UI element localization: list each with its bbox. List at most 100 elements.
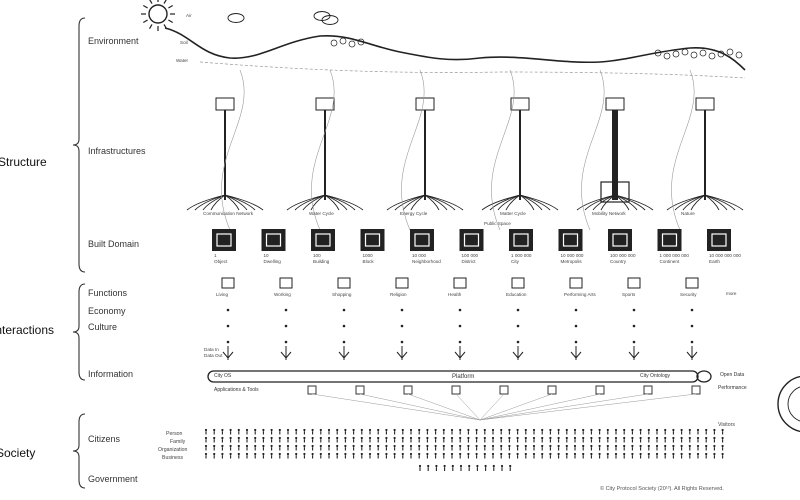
app-icon xyxy=(691,385,701,395)
infra-caption-energy: Energy Cycle xyxy=(400,211,428,216)
citizen-figure-head xyxy=(647,444,650,448)
citizen-figure-head xyxy=(221,444,224,448)
citizen-figure-head xyxy=(491,436,495,440)
data-arrow xyxy=(222,346,234,360)
function-dot xyxy=(342,324,346,328)
terrain-line xyxy=(164,27,746,71)
infra-caption-matter: Matter Cycle xyxy=(500,211,526,216)
citizen-figure-head xyxy=(647,452,650,456)
citizen-figure-head xyxy=(696,428,700,432)
citizen-figure-head xyxy=(549,452,552,456)
app-link xyxy=(359,393,481,421)
function-label: Religion xyxy=(390,292,407,297)
government-figure-head xyxy=(451,464,454,468)
citizen-figure-head xyxy=(639,428,642,432)
citizen-figure-head xyxy=(467,436,470,440)
society-seal xyxy=(777,375,800,433)
citizen-figure-head xyxy=(508,436,511,440)
citizen-figure-head xyxy=(467,444,470,448)
citizen-figure-head xyxy=(672,452,675,456)
built-scale-label: Neighborhood xyxy=(412,259,441,264)
citizen-figure-head xyxy=(401,444,404,448)
citizen-figure-head xyxy=(442,452,445,456)
citizen-figure-head xyxy=(532,444,536,448)
app-icon xyxy=(451,385,461,395)
citizen-figure-head xyxy=(303,452,306,456)
built-scale-icon xyxy=(360,229,385,251)
citizen-figure-head xyxy=(426,444,429,448)
built-scale-value: 10 000 000 000 xyxy=(709,253,741,258)
citizen-figure-head xyxy=(598,436,601,440)
citizen-figure-head xyxy=(573,444,577,448)
function-icon xyxy=(221,277,235,289)
function-dot xyxy=(632,340,636,344)
citizen-figure-head xyxy=(254,452,257,456)
section-label-economy: Economy xyxy=(88,306,126,316)
citizen-figure-head xyxy=(491,428,495,432)
built-scale-label: City xyxy=(511,259,519,264)
tree-icon xyxy=(357,38,365,46)
citizen-figure-head xyxy=(516,428,519,432)
infra-root xyxy=(286,194,326,211)
built-scale-value: 100 000 000 xyxy=(610,253,636,258)
built-scale-icon-detail xyxy=(315,233,331,247)
government-figure-head xyxy=(427,464,430,468)
citizen-figure-head xyxy=(385,452,388,456)
citizen-figure-head xyxy=(459,436,462,440)
citizen-figure-head xyxy=(500,444,503,448)
seal-outer-ring xyxy=(777,375,800,433)
citizen-figure-head xyxy=(606,428,609,432)
data-arrow xyxy=(628,346,640,360)
citizen-figure-head xyxy=(598,452,601,456)
built-scale-label: Block xyxy=(362,259,374,264)
platform-title: Platform xyxy=(452,374,475,380)
function-dot xyxy=(574,324,578,328)
built-scale-value: 1 000 000 000 xyxy=(659,253,689,258)
citizen-figure-head xyxy=(696,444,700,448)
citizen-figure-head xyxy=(270,452,273,456)
citizen-figure-head xyxy=(352,444,355,448)
citizen-figure-head xyxy=(393,452,396,456)
citizen-figure-head xyxy=(631,444,634,448)
citizen-figure-head xyxy=(713,444,716,448)
flow-line xyxy=(581,69,605,231)
built-scale-icon-detail xyxy=(414,233,430,247)
function-dot xyxy=(458,324,462,328)
built-scale-label: Object xyxy=(214,259,228,264)
citizen-figure-head xyxy=(442,444,445,448)
citizen-figure-head xyxy=(295,444,298,448)
citizen-figure-head xyxy=(590,444,593,448)
citizen-figure-head xyxy=(491,452,495,456)
citizen-figure-head xyxy=(221,452,224,456)
citizen-figure-head xyxy=(401,452,404,456)
app-link xyxy=(479,393,553,421)
tree-icon xyxy=(735,51,743,59)
citizen-figure-head xyxy=(368,452,372,456)
function-label: Security xyxy=(680,292,697,297)
data-in-label: Data In xyxy=(204,347,219,352)
function-label: Shopping xyxy=(332,292,352,297)
citizen-figure-head xyxy=(557,436,560,440)
infra-caption-mobility: Mobility Network xyxy=(592,211,626,216)
infrastructure-illustrations xyxy=(186,69,744,231)
citizen-figure-head xyxy=(204,436,208,440)
function-dot xyxy=(400,324,404,328)
citizen-figure-head xyxy=(434,436,437,440)
citizen-figure-head xyxy=(483,428,486,432)
function-dot xyxy=(516,324,520,328)
citizen-figure-head xyxy=(688,444,691,448)
function-dot xyxy=(690,340,694,344)
citizen-figure-head xyxy=(582,436,585,440)
function-icon xyxy=(569,277,583,289)
sun-ray xyxy=(149,0,153,4)
citizen-figure-head xyxy=(409,436,413,440)
citizen-figure-head xyxy=(623,444,626,448)
citizen-figure-head xyxy=(721,452,724,456)
function-dot xyxy=(284,340,288,344)
data-arrow xyxy=(396,346,408,360)
citizen-figure-head xyxy=(639,452,642,456)
infra-node xyxy=(510,97,530,111)
built-scale-icon-detail xyxy=(463,233,480,247)
citizen-figure-head xyxy=(705,436,708,440)
cloud-icon xyxy=(227,13,245,23)
